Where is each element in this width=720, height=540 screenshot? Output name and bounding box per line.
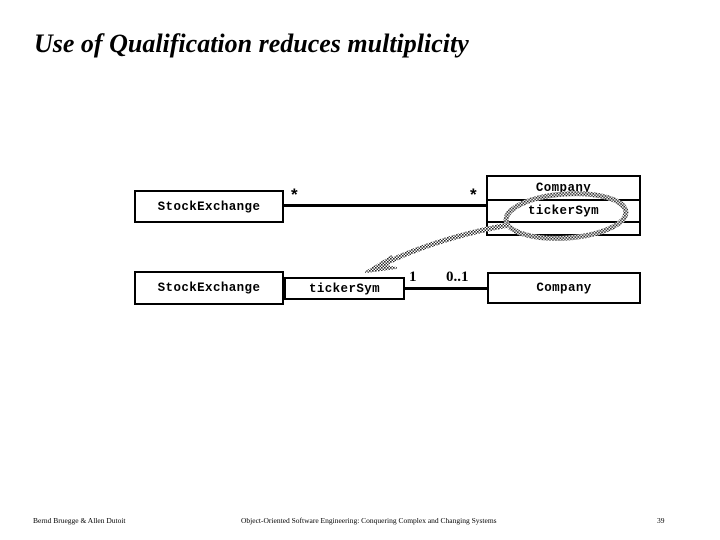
multiplicity-target-unqualified: * [470,185,477,204]
qualifier-label: tickerSym [308,281,381,296]
multiplicity-source-unqualified: * [291,185,298,204]
class-box-company-unqualified[interactable]: Company tickerSym [486,175,641,236]
association-line-unqualified [284,204,486,207]
class-box-company-qualified[interactable]: Company [487,272,641,304]
annotation-arrowhead-icon [365,255,397,273]
multiplicity-source-qualified: 1 [409,269,417,285]
association-line-qualified [405,287,487,290]
class-name-compartment: Company [535,181,592,195]
class-name-label: Company [536,281,592,295]
footer-page-number: 39 [657,516,665,525]
multiplicity-target-qualified: 0..1 [446,269,469,285]
class-box-stockexchange-unqualified[interactable]: StockExchange [134,190,284,223]
qualifier-box-tickersym[interactable]: tickerSym [284,277,405,300]
class-attribute-compartment: tickerSym [488,199,639,221]
class-name-label: StockExchange [157,281,261,295]
class-name-label: StockExchange [157,199,261,214]
footer-book-title: Object-Oriented Software Engineering: Co… [241,516,497,525]
class-box-stockexchange-qualified[interactable]: StockExchange [134,271,284,305]
page-title: Use of Qualification reduces multiplicit… [34,29,469,58]
class-operation-compartment [488,221,639,234]
footer-authors: Bernd Bruegge & Allen Dutoit [33,516,126,525]
